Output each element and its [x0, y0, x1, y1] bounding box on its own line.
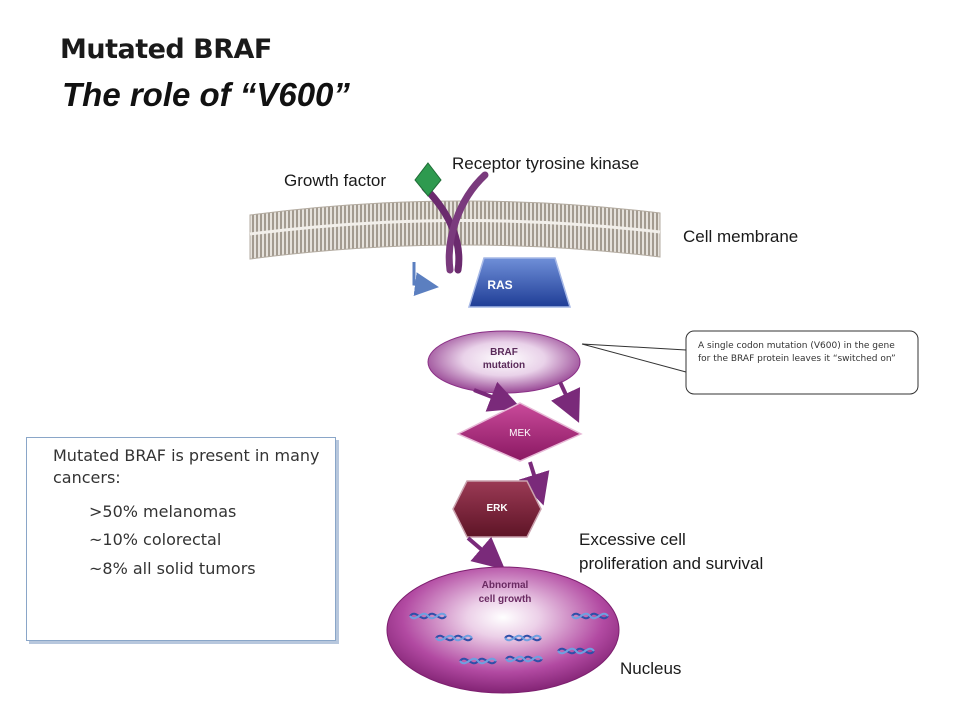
proliferation-label-line1: Excessive cell — [579, 530, 686, 549]
mek-to-erk-arrow — [518, 461, 550, 506]
stat-colorectal: ~10% colorectal — [89, 530, 222, 549]
membrane-label: Cell membrane — [683, 227, 799, 246]
callout-pointer — [581, 343, 687, 373]
receptor-tyrosine-kinase — [421, 171, 489, 274]
signal-arrow-icon — [412, 262, 439, 297]
growth-factor-icon — [414, 162, 442, 197]
callout-bubble — [685, 330, 919, 395]
proliferation-label-line2: proliferation and survival — [579, 554, 764, 573]
page-subtitle: The role of “V600” — [62, 76, 350, 113]
receptor-label: Receptor tyrosine kinase — [452, 154, 640, 173]
erk-node — [452, 480, 542, 538]
ras-node — [467, 257, 572, 308]
callout-text: A single codon mutation (V600) in the ge… — [698, 341, 896, 364]
braf-label-line2: mutation — [482, 360, 526, 371]
info-heading: Mutated BRAF is present in many cancers: — [53, 446, 320, 487]
mek-label: MEK — [509, 428, 531, 439]
nucleus-label: Nucleus — [620, 659, 682, 678]
page-title: Mutated BRAF — [60, 34, 272, 65]
stat-melanomas: >50% melanomas — [89, 502, 237, 521]
dna-icon — [409, 612, 609, 665]
ras-label: RAS — [487, 278, 513, 292]
nucleus-node — [386, 566, 620, 694]
abnormal-label-line1: Abnormal — [481, 580, 529, 591]
erk-to-nucleus-arrow — [466, 536, 506, 570]
braf-label-line1: BRAF — [490, 347, 518, 358]
info-box: Mutated BRAF is present in many cancers:… — [26, 437, 336, 641]
erk-label: ERK — [486, 503, 508, 514]
abnormal-label-line2: cell growth — [478, 594, 532, 605]
braf-to-mek-arrows — [473, 381, 581, 423]
growth-factor-label: Growth factor — [284, 171, 387, 190]
mek-node — [456, 402, 583, 462]
stat-solid-tumors: ~8% all solid tumors — [89, 559, 256, 578]
